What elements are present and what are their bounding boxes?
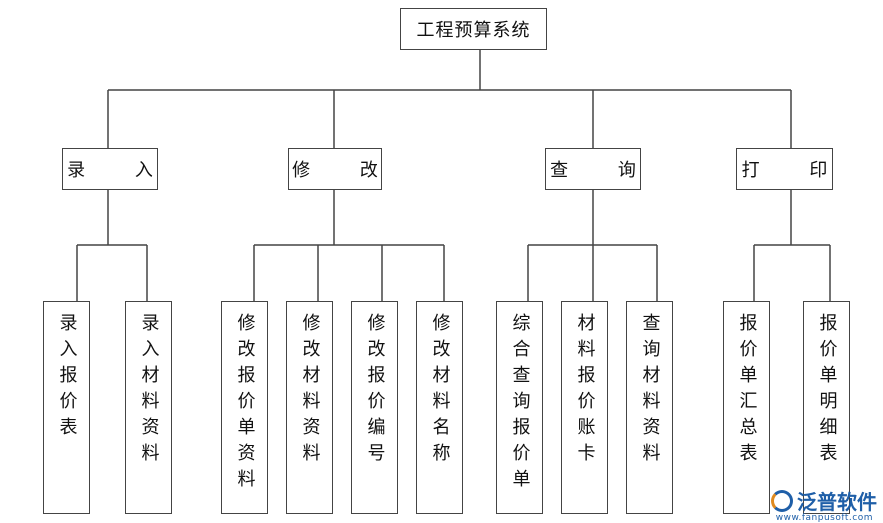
category-label: 打 印: [741, 160, 850, 181]
category-node-input: 录 入: [62, 148, 158, 190]
leaf-node: 修改材料资料: [286, 301, 333, 514]
leaf-label: 报价单汇总表: [736, 313, 758, 469]
leaf-label: 综合查询报价单: [509, 313, 531, 495]
category-node-modify: 修 改: [288, 148, 382, 190]
leaf-label: 材料报价账卡: [574, 313, 596, 469]
watermark-url: www.fanpusoft.com: [775, 513, 873, 523]
leaf-label: 录入报价表: [56, 313, 78, 443]
watermark-brand: 泛普软件: [797, 490, 877, 514]
category-node-query: 查 询: [545, 148, 641, 190]
root-label: 工程预算系统: [416, 20, 531, 41]
brand-logo-icon: [771, 489, 793, 512]
leaf-label: 修改材料资料: [299, 313, 321, 469]
leaf-node: 修改报价编号: [351, 301, 398, 514]
leaf-node: 报价单明细表: [803, 301, 850, 514]
leaf-label: 修改报价单资料: [234, 313, 256, 495]
category-node-print: 打 印: [736, 148, 833, 190]
leaf-node: 综合查询报价单: [496, 301, 543, 514]
leaf-node: 录入材料资料: [125, 301, 172, 514]
category-label: 录 入: [67, 160, 175, 181]
category-label: 修 改: [292, 160, 400, 181]
category-label: 查 询: [550, 160, 658, 181]
leaf-node: 修改材料名称: [416, 301, 463, 514]
leaf-node: 材料报价账卡: [561, 301, 608, 514]
leaf-label: 录入材料资料: [138, 313, 160, 469]
leaf-label: 修改报价编号: [364, 313, 386, 469]
watermark-logo: 泛普软件: [771, 486, 877, 515]
leaf-label: 修改材料名称: [429, 313, 451, 469]
leaf-node: 修改报价单资料: [221, 301, 268, 514]
leaf-node: 查询材料资料: [626, 301, 673, 514]
leaf-label: 查询材料资料: [639, 313, 661, 469]
leaf-node: 报价单汇总表: [723, 301, 770, 514]
leaf-label: 报价单明细表: [816, 313, 838, 469]
root-node: 工程预算系统: [400, 8, 547, 50]
leaf-node: 录入报价表: [43, 301, 90, 514]
